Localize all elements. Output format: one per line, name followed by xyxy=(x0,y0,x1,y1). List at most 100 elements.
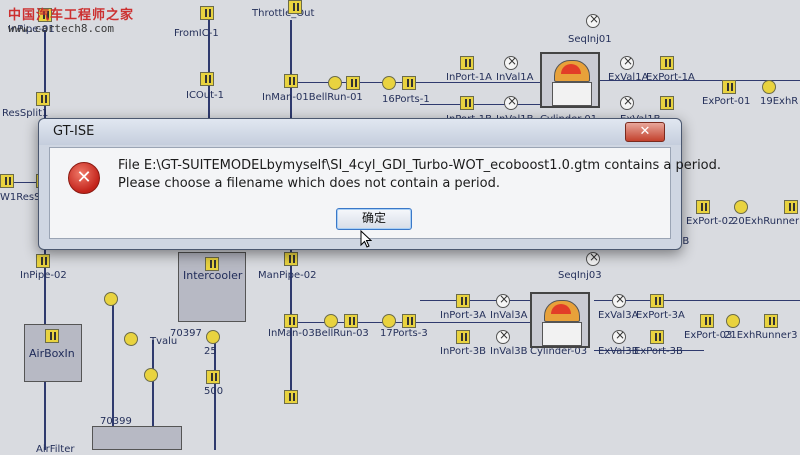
sensor-icon[interactable] xyxy=(206,330,220,344)
pipe-block[interactable] xyxy=(284,390,298,404)
error-icon: ✕ xyxy=(68,162,100,194)
pipe-block[interactable] xyxy=(284,252,298,266)
pipe-block[interactable] xyxy=(700,314,714,328)
pipe-block[interactable] xyxy=(200,72,214,86)
compressor-icon[interactable] xyxy=(124,332,138,346)
pipe-block[interactable] xyxy=(284,74,298,88)
label-ports-3: 17Ports-3 xyxy=(380,328,428,339)
throttle-circle[interactable] xyxy=(324,314,338,328)
cylinder-01-icon[interactable] xyxy=(540,52,600,108)
compressor-icon[interactable] xyxy=(104,292,118,306)
error-message-line1: File E:\GT-SUITEMODELbymyself\SI_4cyl_GD… xyxy=(118,158,722,173)
throttle-circle[interactable] xyxy=(734,200,748,214)
valve-icon[interactable] xyxy=(612,292,626,308)
intercooler-block[interactable]: Intercooler xyxy=(178,252,246,322)
close-icon: ✕ xyxy=(639,124,651,139)
pipe-block[interactable] xyxy=(696,200,710,214)
pipe-box[interactable] xyxy=(92,426,182,450)
pipe-block[interactable] xyxy=(456,330,470,344)
injector-icon[interactable] xyxy=(586,250,600,266)
label-inpipe-02: InPipe-02 xyxy=(20,270,67,281)
label-20exhrunner: 20ExhRunner xyxy=(732,216,800,227)
pipe-block[interactable] xyxy=(460,96,474,110)
pipe-block[interactable] xyxy=(460,56,474,70)
pipe-block[interactable] xyxy=(402,314,416,328)
connection-line xyxy=(594,300,800,301)
throttle-circle[interactable] xyxy=(726,314,740,328)
label-export-01: ExPort-01 xyxy=(702,96,751,107)
throttle-circle[interactable] xyxy=(382,314,396,328)
pipe-block[interactable] xyxy=(660,56,674,70)
label-inpipe-01: InPipe-01 xyxy=(8,24,55,35)
label-inport-3a: InPort-3A xyxy=(440,310,486,321)
pipe-block[interactable] xyxy=(200,6,214,20)
pipe-block[interactable] xyxy=(36,92,50,106)
valve-icon[interactable] xyxy=(496,328,510,344)
airboxin-label: AirBoxIn xyxy=(29,347,75,360)
label-70397: 70397 xyxy=(170,328,202,339)
error-dialog: GT-ISE ✕ ✕ File E:\GT-SUITEMODELbymyself… xyxy=(38,118,721,250)
pipe-block[interactable] xyxy=(456,294,470,308)
injector-icon[interactable] xyxy=(586,12,600,28)
mouse-cursor-icon xyxy=(360,230,372,248)
valve-icon[interactable] xyxy=(612,328,626,344)
valve-icon[interactable] xyxy=(620,94,634,110)
airboxin-block[interactable]: AirBoxIn xyxy=(24,324,82,382)
dialog-content: ✕ File E:\GT-SUITEMODELbymyself\SI_4cyl_… xyxy=(49,147,721,239)
connection-line xyxy=(600,80,800,81)
pipe-block[interactable] xyxy=(36,254,50,268)
connection-line xyxy=(208,20,210,120)
connection-line xyxy=(420,104,550,105)
label-inval1a: InVal1A xyxy=(496,72,534,83)
label-inport-3b: InPort-3B xyxy=(440,346,486,357)
close-button[interactable]: ✕ xyxy=(625,122,665,142)
pipe-block[interactable] xyxy=(784,200,798,214)
label-19exhr: 19ExhR xyxy=(760,96,799,107)
dialog-titlebar[interactable]: GT-ISE ✕ xyxy=(39,119,681,145)
label-seqinj03: SeqInj03 xyxy=(558,270,602,281)
label-exval3a: ExVal3A xyxy=(598,310,639,321)
throttle-circle[interactable] xyxy=(762,80,776,94)
label-exval3b: ExVal3B xyxy=(598,346,639,357)
pipe-block[interactable] xyxy=(402,76,416,90)
pipe-block[interactable] xyxy=(344,314,358,328)
label-w1ressp: W1ResSp xyxy=(0,192,47,203)
valve-icon[interactable] xyxy=(504,94,518,110)
pipe-block[interactable] xyxy=(764,314,778,328)
pipe-block[interactable] xyxy=(346,76,360,90)
connection-line xyxy=(214,340,216,450)
valve-icon[interactable] xyxy=(496,292,510,308)
pipe-block[interactable] xyxy=(288,0,302,14)
pipe-block[interactable] xyxy=(0,174,14,188)
pipe-block[interactable] xyxy=(284,314,298,328)
label-ressplit1: ResSplit1 xyxy=(2,108,49,119)
connection-line xyxy=(0,182,44,183)
valve-icon[interactable] xyxy=(504,54,518,70)
throttle-circle[interactable] xyxy=(382,76,396,90)
valve-icon[interactable] xyxy=(620,54,634,70)
connection-line xyxy=(594,350,704,351)
label-export-02: ExPort-02 xyxy=(686,216,735,227)
pipe-block[interactable] xyxy=(650,294,664,308)
connection-line xyxy=(420,300,530,301)
pipe-block[interactable] xyxy=(722,80,736,94)
ok-button[interactable]: 确定 xyxy=(336,208,412,230)
pipe-block[interactable] xyxy=(650,330,664,344)
label-export-1a: ExPort-1A xyxy=(646,72,695,83)
pipe-block[interactable] xyxy=(38,8,52,22)
label-seqinj01: SeqInj01 xyxy=(568,34,612,45)
label-manpipe-02: ManPipe-02 xyxy=(258,270,317,281)
watermark-url: www.cartech8.com xyxy=(8,22,114,35)
label-inport-1a: InPort-1A xyxy=(446,72,492,83)
turbine-icon[interactable] xyxy=(144,368,158,382)
watermark-site-name: 中国汽车工程师之家 xyxy=(8,8,135,23)
label-inval3b: InVal3B xyxy=(490,346,528,357)
pipe-block[interactable] xyxy=(206,370,220,384)
label-500: 500 xyxy=(204,386,224,397)
connection-line xyxy=(152,340,154,450)
pipe-block[interactable] xyxy=(660,96,674,110)
throttle-circle[interactable] xyxy=(328,76,342,90)
label-ports-1: 16Ports-1 xyxy=(382,94,430,105)
dialog-title: GT-ISE xyxy=(53,124,95,139)
cylinder-03-icon[interactable] xyxy=(530,292,590,348)
